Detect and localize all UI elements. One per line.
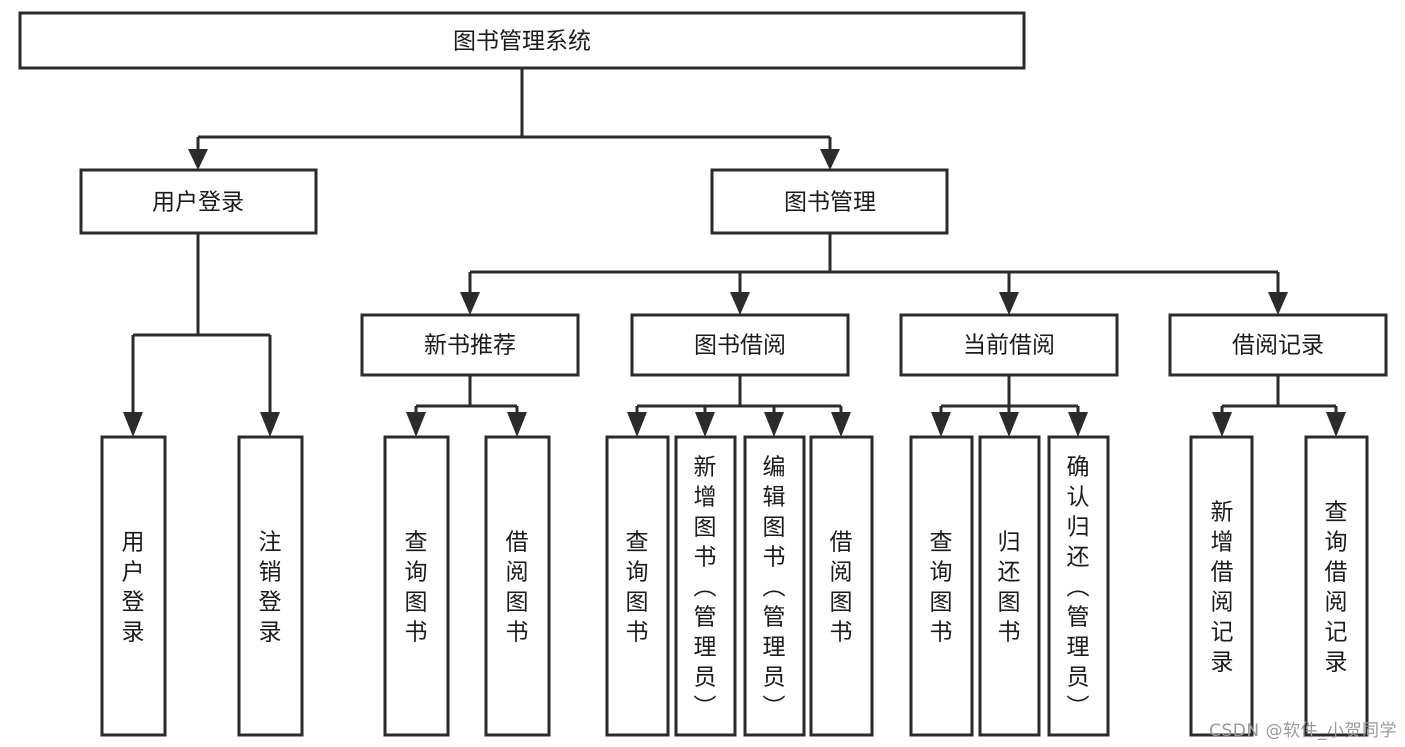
arrow-head-user-login bbox=[188, 149, 208, 170]
node-book-borrow-label: 图书借阅 bbox=[694, 333, 786, 359]
node-current-borrow[interactable]: 当前借阅 bbox=[899, 313, 1119, 377]
leaf-cb-return-book-box[interactable] bbox=[978, 435, 1041, 737]
arrow-head-cb-leaf-3 bbox=[1068, 412, 1088, 437]
leaf-nb-query-book[interactable]: 查询图书 bbox=[383, 435, 450, 737]
node-user-login-label: 用户登录 bbox=[152, 190, 244, 216]
node-borrow-records[interactable]: 借阅记录 bbox=[1168, 313, 1388, 377]
node-current-borrow-label: 当前借阅 bbox=[963, 333, 1055, 359]
node-book-borrow-box[interactable] bbox=[630, 313, 850, 377]
node-book-manage-box[interactable] bbox=[710, 168, 949, 235]
leaf-nb-borrow-book[interactable]: 借阅图书 bbox=[484, 435, 551, 737]
leaf-bb-query-book-label: 查询图书 bbox=[626, 529, 649, 645]
node-borrow-records-box[interactable] bbox=[1168, 313, 1388, 377]
node-new-book-recommend[interactable]: 新书推荐 bbox=[360, 313, 580, 377]
arrow-head-borrow-records bbox=[1268, 292, 1288, 315]
leaf-nb-query-book-box[interactable] bbox=[383, 435, 450, 737]
leaf-user-login-label: 用户登录 bbox=[122, 529, 145, 645]
arrow-head-cb-leaf-1 bbox=[931, 412, 951, 437]
leaf-bb-edit-book[interactable]: 编辑图书︵管理员︶ bbox=[743, 435, 806, 737]
arrow-head-book-manage bbox=[820, 149, 840, 170]
leaf-br-add-record-label: 新增借阅记录 bbox=[1211, 499, 1234, 675]
leaf-nb-borrow-book-label: 借阅图书 bbox=[506, 529, 529, 645]
node-new-book-recommend-label: 新书推荐 bbox=[424, 333, 516, 359]
leaf-nb-borrow-book-box[interactable] bbox=[484, 435, 551, 737]
arrow-head-nb-leaf-1 bbox=[406, 412, 426, 437]
arrow-head-book-borrow bbox=[730, 292, 750, 315]
leaf-br-add-record[interactable]: 新增借阅记录 bbox=[1189, 435, 1254, 737]
node-root[interactable]: 图书管理系统 bbox=[18, 11, 1026, 70]
leaf-cb-query-book-box[interactable] bbox=[909, 435, 974, 737]
node-current-borrow-box[interactable] bbox=[899, 313, 1119, 377]
arrow-head-bb-leaf-4 bbox=[831, 412, 851, 437]
arrow-head-bb-leaf-3 bbox=[764, 412, 784, 437]
node-book-manage-label: 图书管理 bbox=[784, 190, 876, 216]
arrow-head-bb-leaf-2 bbox=[695, 412, 715, 437]
leaf-logout[interactable]: 注销登录 bbox=[237, 435, 304, 737]
arrow-head-bb-leaf-1 bbox=[627, 412, 647, 437]
leaf-bb-add-book-label: 新增图书︵管理员︶ bbox=[694, 454, 717, 720]
leaf-nb-query-book-label: 查询图书 bbox=[405, 529, 428, 645]
leaf-br-query-record-box[interactable] bbox=[1304, 435, 1369, 737]
leaf-user-login-box[interactable] bbox=[100, 435, 167, 737]
arrow-head-new-book bbox=[460, 292, 480, 315]
node-root-label: 图书管理系统 bbox=[453, 29, 591, 55]
arrow-head-cb-leaf-2 bbox=[999, 412, 1019, 437]
leaf-logout-label: 注销登录 bbox=[259, 529, 282, 645]
arrow-head-nb-leaf-2 bbox=[507, 412, 527, 437]
leaf-bb-borrow-book[interactable]: 借阅图书 bbox=[809, 435, 874, 737]
node-new-book-recommend-box[interactable] bbox=[360, 313, 580, 377]
leaf-cb-confirm-return[interactable]: 确认归还︵管理员︶ bbox=[1047, 435, 1110, 737]
node-user-login-box[interactable] bbox=[79, 168, 318, 235]
leaf-bb-edit-book-label: 编辑图书︵管理员︶ bbox=[763, 454, 786, 720]
arrow-head-br-leaf-1 bbox=[1212, 412, 1232, 437]
leaf-bb-borrow-book-box[interactable] bbox=[809, 435, 874, 737]
leaf-cb-return-book[interactable]: 归还图书 bbox=[978, 435, 1041, 737]
leaf-logout-box[interactable] bbox=[237, 435, 304, 737]
arrow-head-leaf-user-login bbox=[123, 412, 143, 437]
leaf-bb-edit-book-box[interactable] bbox=[743, 435, 806, 737]
leaf-cb-return-book-label: 归还图书 bbox=[998, 529, 1021, 645]
leaf-cb-confirm-return-label: 确认归还︵管理员︶ bbox=[1067, 454, 1090, 720]
arrow-head-leaf-logout bbox=[260, 412, 280, 437]
node-book-manage[interactable]: 图书管理 bbox=[710, 168, 949, 235]
node-borrow-records-label: 借阅记录 bbox=[1232, 333, 1324, 359]
leaf-user-login[interactable]: 用户登录 bbox=[100, 435, 167, 737]
node-book-borrow[interactable]: 图书借阅 bbox=[630, 313, 850, 377]
connector-layer bbox=[123, 68, 1346, 437]
leaf-cb-query-book-label: 查询图书 bbox=[930, 529, 953, 645]
node-root-box[interactable] bbox=[18, 11, 1026, 70]
leaf-cb-confirm-return-box[interactable] bbox=[1047, 435, 1110, 737]
node-user-login[interactable]: 用户登录 bbox=[79, 168, 318, 235]
leaf-br-query-record-label: 查询借阅记录 bbox=[1325, 499, 1348, 675]
leaf-bb-add-book-box[interactable] bbox=[674, 435, 737, 737]
leaf-bb-query-book[interactable]: 查询图书 bbox=[605, 435, 670, 737]
leaf-br-add-record-box[interactable] bbox=[1189, 435, 1254, 737]
leaf-bb-borrow-book-label: 借阅图书 bbox=[830, 529, 853, 645]
leaf-bb-query-book-box[interactable] bbox=[605, 435, 670, 737]
arrow-head-current-borrow bbox=[999, 292, 1019, 315]
leaf-br-query-record[interactable]: 查询借阅记录 bbox=[1304, 435, 1369, 737]
leaf-bb-add-book[interactable]: 新增图书︵管理员︶ bbox=[674, 435, 737, 737]
arrow-head-br-leaf-2 bbox=[1326, 412, 1346, 437]
leaf-cb-query-book[interactable]: 查询图书 bbox=[909, 435, 974, 737]
